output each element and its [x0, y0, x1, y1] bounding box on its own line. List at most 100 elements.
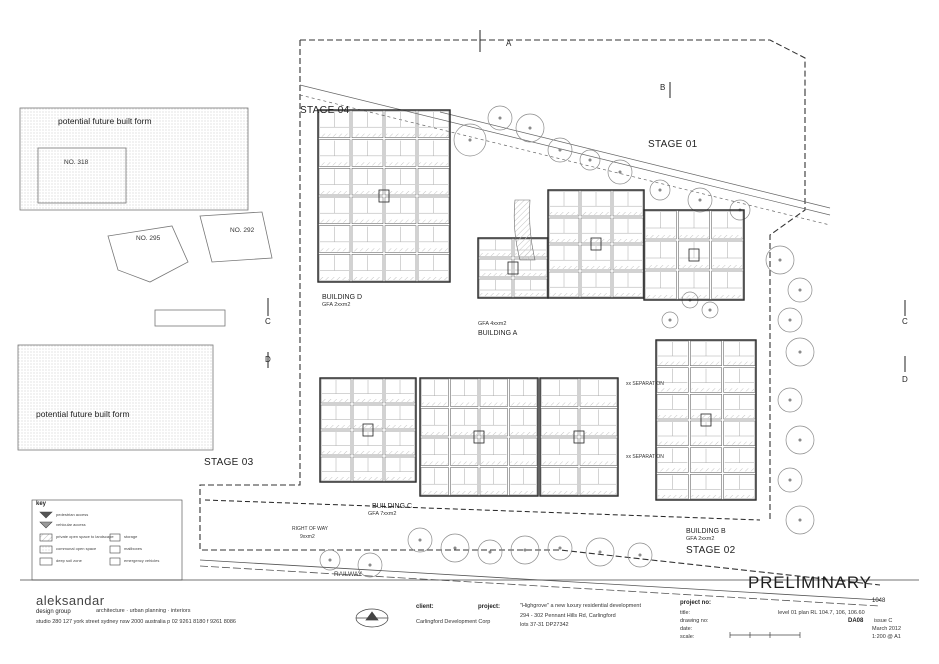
tree-canopy [627, 542, 653, 568]
frontage-line-2 [299, 94, 831, 226]
section-b-letter: B [660, 83, 666, 92]
balcony-hatch [419, 219, 448, 223]
tree-canopy [585, 537, 615, 567]
balcony-hatch [691, 415, 721, 418]
client-label: client: [416, 604, 434, 610]
separation-label-2: xx SEPARATION [626, 454, 664, 460]
balcony-hatch [646, 295, 676, 298]
legend-entry: vehicular access [56, 522, 86, 527]
legend-pedestrian-symbol [39, 511, 53, 519]
apartment-cell [644, 210, 677, 240]
apartment-cell [723, 394, 756, 420]
balcony-hatch [515, 273, 546, 276]
apartment-cell [579, 408, 618, 437]
apartment-cell [384, 196, 417, 224]
apartment-cell [656, 420, 689, 446]
stage-01-label: STAGE 01 [648, 139, 698, 150]
legend-emergency-swatch [109, 557, 121, 566]
section-d-letter-right: D [902, 375, 908, 384]
balcony-hatch [320, 191, 349, 194]
balcony-hatch [386, 133, 415, 137]
apartment-cell [450, 378, 479, 407]
apartment-cell [420, 408, 449, 437]
balcony-hatch [419, 191, 448, 194]
lot-outbuilding [154, 309, 226, 327]
lot-292-footprint [199, 211, 273, 263]
balcony-hatch [422, 432, 448, 435]
separation-label-1: xx SEPARATION [626, 381, 664, 387]
balcony-hatch [481, 402, 507, 406]
apartment-cell [711, 270, 744, 300]
apartment-cell [450, 408, 479, 437]
section-markers [267, 30, 906, 372]
section-c-letter-left: C [265, 317, 271, 326]
stage-03-label: STAGE 03 [204, 457, 254, 468]
apartment-cell [318, 196, 351, 224]
balcony-hatch [658, 495, 688, 498]
balcony-hatch [320, 277, 349, 280]
project-label: project: [478, 604, 501, 610]
building-c-east-block [539, 377, 619, 497]
balcony-hatch [582, 212, 610, 215]
date-value: March 2012 [872, 626, 902, 632]
tree-trunk [558, 546, 562, 550]
balcony-hatch [480, 253, 511, 256]
balcony-hatch [679, 235, 709, 238]
apartment-cell [352, 378, 384, 404]
firm-name: aleksandar [36, 593, 105, 608]
balcony-hatch [353, 219, 382, 223]
tree-trunk [638, 553, 642, 557]
balcony-hatch [419, 133, 448, 137]
apartment-cell [690, 420, 722, 446]
building-a-west-block [477, 237, 549, 299]
apartment-cell [723, 474, 756, 500]
apartment-cell [690, 394, 722, 420]
tree-canopy [357, 552, 383, 578]
legend-dsz-swatch [39, 557, 53, 566]
project-no-label: project no: [680, 600, 711, 606]
balcony-hatch [679, 265, 709, 268]
balcony-hatch [322, 399, 350, 402]
apartment-cell [579, 378, 618, 407]
balcony-hatch [581, 432, 616, 435]
tree-canopy [785, 425, 815, 455]
apartment-cell [612, 244, 644, 271]
tree [547, 535, 573, 561]
section-a-letter: A [506, 39, 512, 48]
apartment-cell [678, 210, 710, 240]
building-a-east-outline [643, 209, 745, 301]
balcony-hatch [515, 293, 546, 296]
tree [765, 245, 795, 275]
section-c-letter-right: C [902, 317, 908, 326]
balcony-hatch [679, 295, 709, 298]
tree-canopy [515, 113, 545, 143]
balcony-hatch [510, 432, 536, 435]
apartment-cell [690, 474, 722, 500]
tree-canopy [661, 311, 679, 329]
building-a-gfa: GFA 4xxm2 [478, 321, 507, 327]
balcony-hatch [451, 491, 477, 494]
apartment-cell [612, 271, 644, 298]
drawing-no-value: DA08 [848, 618, 864, 624]
balcony-hatch [386, 451, 414, 454]
balcony-hatch [386, 248, 415, 252]
balcony-hatch [658, 468, 688, 472]
apartment-cell [656, 447, 689, 473]
building-d-label: BUILDING D [322, 294, 363, 301]
apartment-cell [417, 225, 450, 253]
legend-entry: private open space to landscape [56, 534, 114, 539]
tree-trunk [668, 318, 672, 322]
balcony-hatch [581, 402, 616, 406]
tree [453, 123, 487, 157]
balcony-hatch [646, 235, 676, 238]
apartment-cell [509, 467, 538, 496]
apartment-cell [384, 110, 417, 138]
tree [785, 505, 815, 535]
future-built-form-bottom-label: potential future built form [36, 409, 130, 419]
railway-label: RAILWAY [334, 571, 363, 578]
apartment-cell [384, 168, 417, 196]
balcony-hatch [581, 491, 616, 494]
scale-label: scale: [680, 634, 695, 640]
apartment-cell [420, 378, 449, 407]
tree [440, 533, 470, 563]
